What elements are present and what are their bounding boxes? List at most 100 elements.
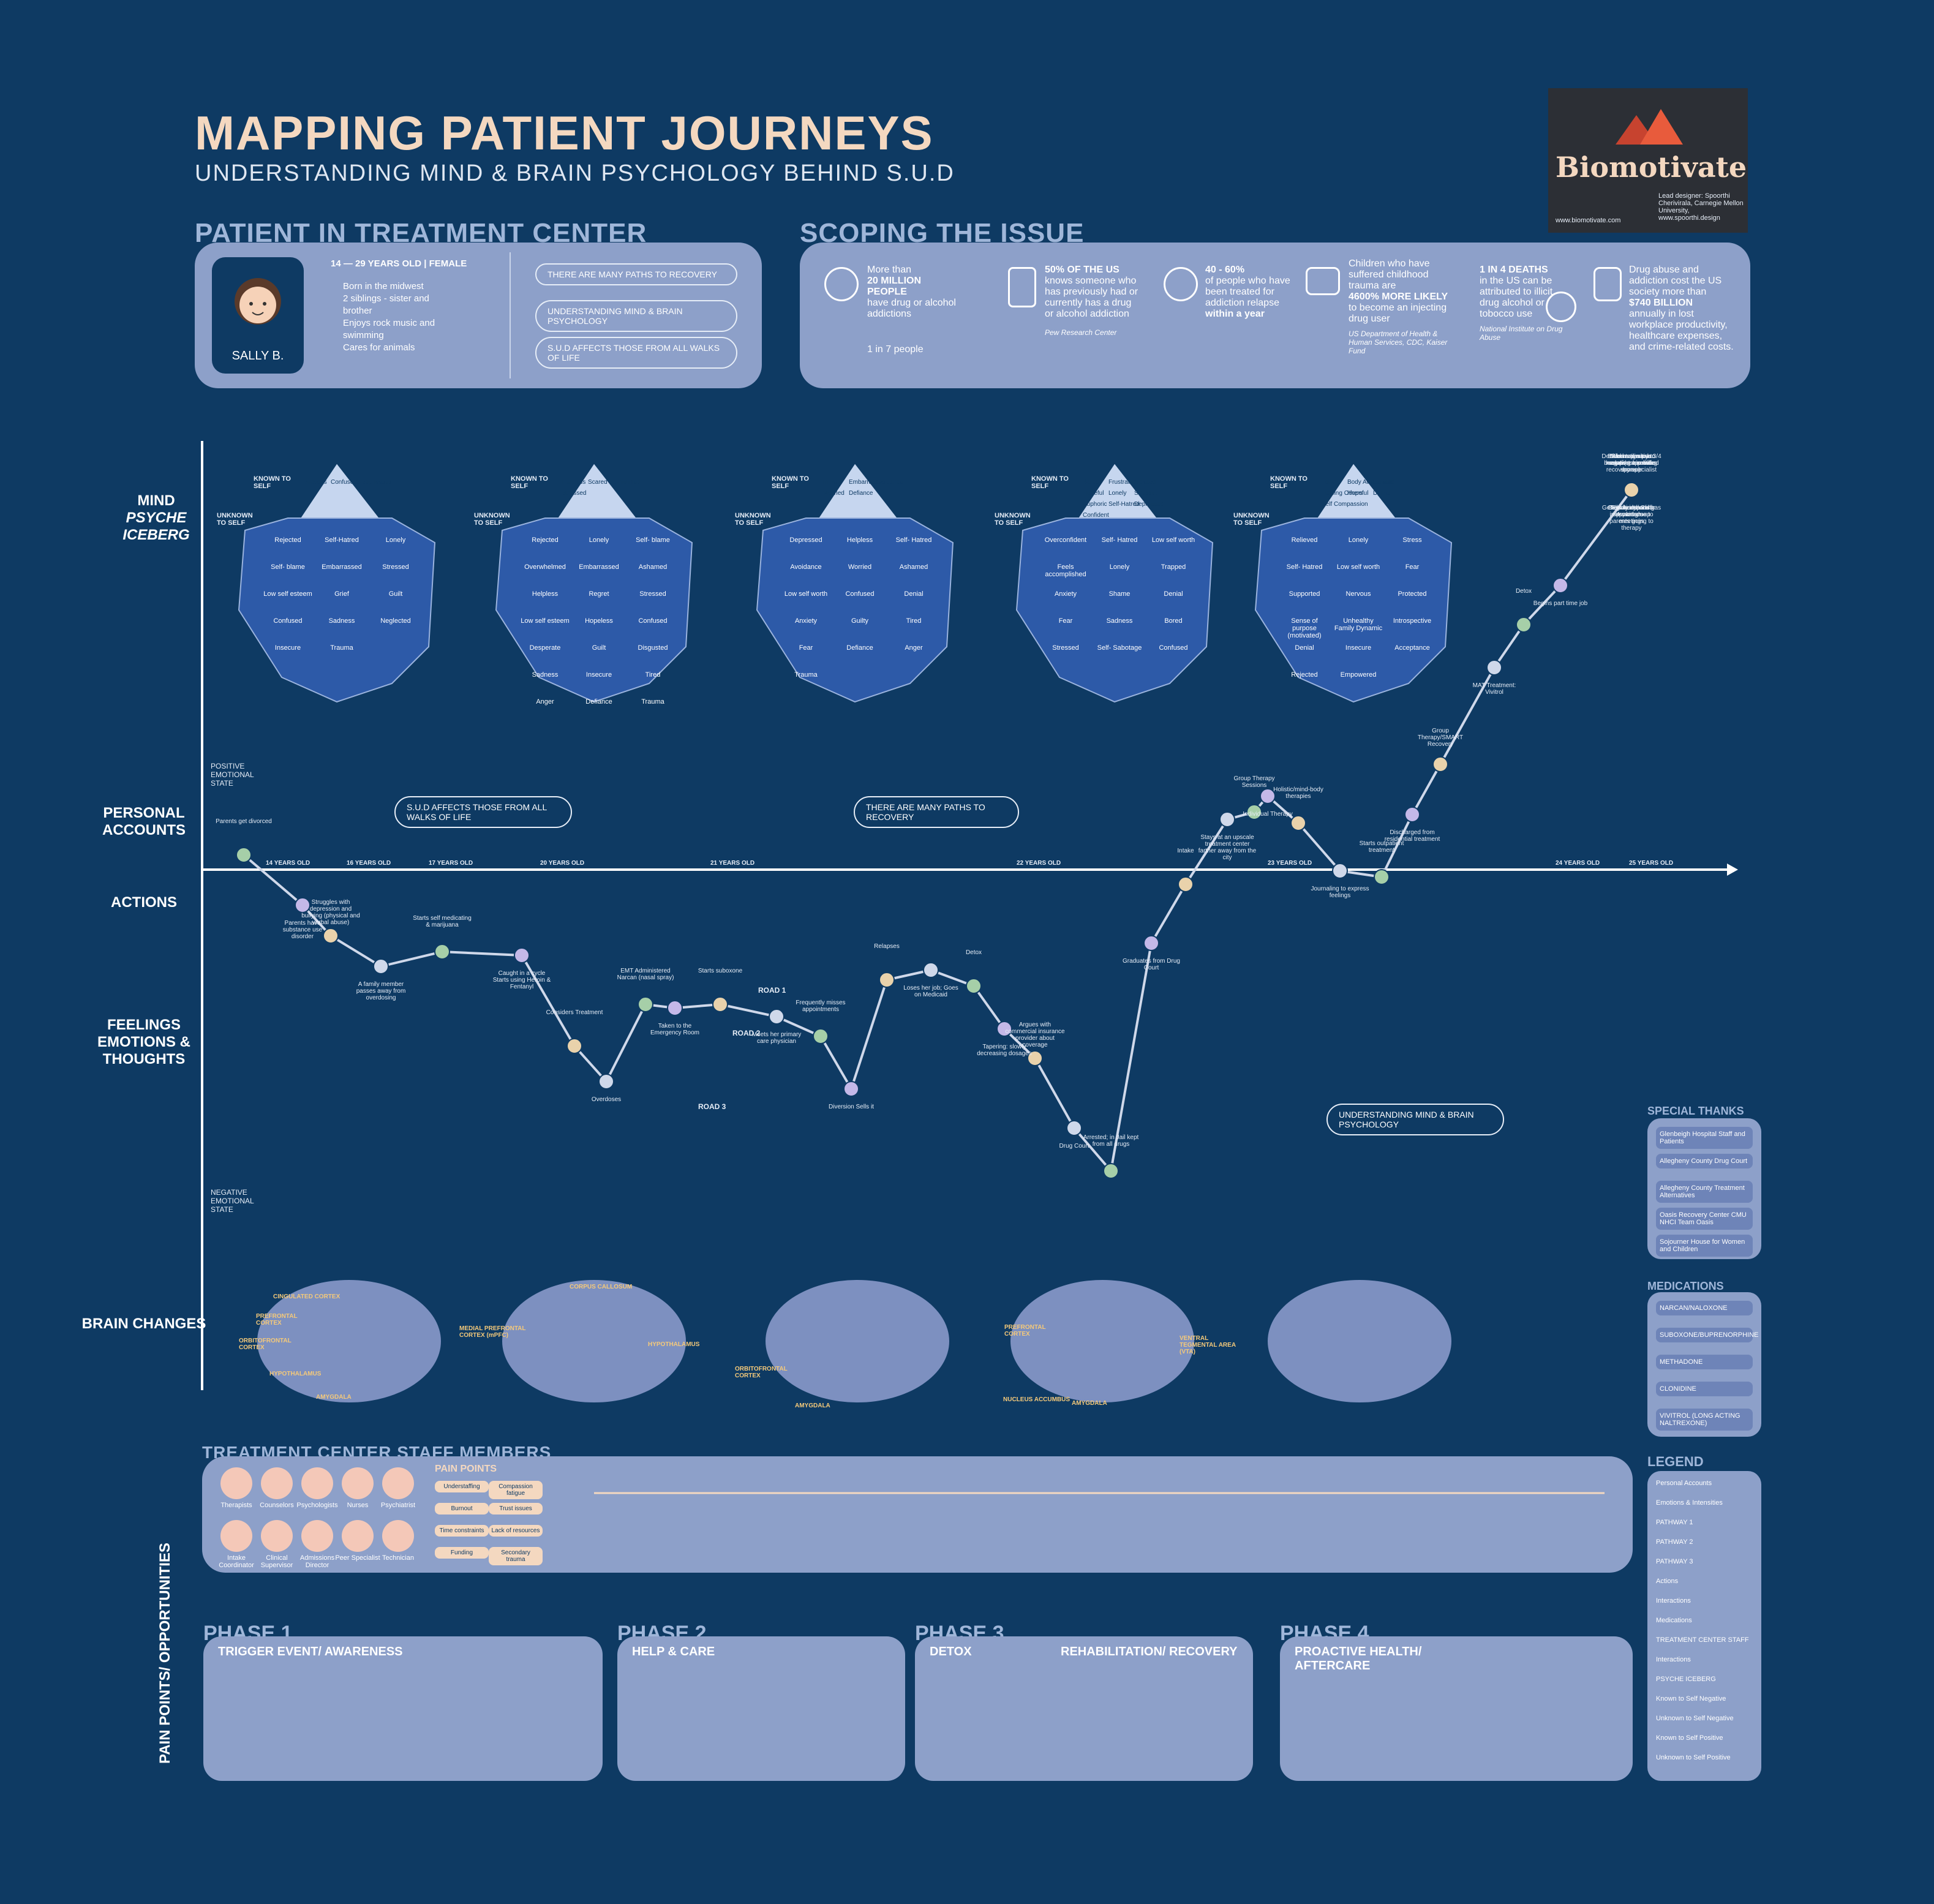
brain-region-label: VENTRAL TEGMENTAL AREA (VTA) bbox=[1180, 1335, 1236, 1355]
iceberg-unknown-feeling: Denial bbox=[904, 590, 924, 598]
patient-face-icon bbox=[235, 278, 281, 325]
theme-pill: S.U.D AFFECTS THOSE FROM ALL WALKS OF LI… bbox=[535, 337, 737, 369]
iceberg-unknown-feeling: Lonely bbox=[1109, 563, 1130, 571]
iceberg-known-feeling: Unfulfilled bbox=[614, 479, 641, 486]
row-label-psyche: PSYCHE bbox=[126, 510, 187, 526]
iceberg-unknown-feeling: Sadness bbox=[532, 671, 559, 679]
legend-item: PATHWAY 2 bbox=[1656, 1538, 1693, 1546]
iceberg-unknown-feeling: Anxiety bbox=[1054, 590, 1077, 598]
sidebar-item: VIVITROL (LONG ACTING NALTREXONE) bbox=[1656, 1409, 1753, 1431]
money-bag-icon bbox=[1593, 267, 1622, 301]
iceberg-unknown-feeling: Lonely bbox=[385, 536, 406, 544]
iceberg-unknown-feeling: Introspective bbox=[1393, 617, 1432, 625]
iceberg-unknown-feeling: Feels accomplished bbox=[1045, 563, 1086, 578]
sidebar-item: Allegheny County Treatment Alternatives bbox=[1656, 1181, 1753, 1203]
sidebar-item: Sojourner House for Women and Children bbox=[1656, 1235, 1753, 1257]
medications-title: MEDICATIONS bbox=[1647, 1280, 1724, 1292]
stat-text: Drug abuse and addiction cost the US soc… bbox=[1629, 265, 1722, 297]
iceberg-known-feeling: Worried bbox=[823, 490, 845, 497]
iceberg-known-feeling: Sleep Issues bbox=[356, 479, 392, 486]
journey-event: Loses her job; Goes on Medicaid bbox=[903, 985, 958, 998]
iceberg-unknown-feeling: Disgusted bbox=[638, 644, 668, 652]
legend-item: TREATMENT CENTER STAFF bbox=[1656, 1636, 1749, 1644]
banner-paths: THERE ARE MANY PATHS TO RECOVERY bbox=[854, 796, 1019, 828]
journey-event: Drug Court bbox=[1059, 1143, 1089, 1150]
theme-label: UNDERSTANDING MIND & BRAIN PSYCHOLOGY bbox=[547, 306, 683, 326]
iceberg-unknown-feeling: Self- Hatred bbox=[1101, 536, 1138, 544]
iceberg-unknown-feeling: Desperate bbox=[529, 644, 561, 652]
unknown-to-self-label: UNKNOWN TO SELF bbox=[217, 512, 253, 527]
phase-3-title2: REHABILITATION/ RECOVERY bbox=[1061, 1645, 1238, 1658]
iceberg-unknown-feeling: Overconfident bbox=[1044, 536, 1087, 544]
journey-event: Struggles with depression and bullying (… bbox=[301, 899, 360, 926]
legend-item: Personal Accounts bbox=[1656, 1480, 1712, 1487]
iceberg-unknown-feeling: Lonely bbox=[589, 536, 609, 544]
staff-avatar bbox=[220, 1467, 252, 1499]
journey-event: Graduates from Drug Court bbox=[1123, 958, 1180, 971]
page-subtitle: UNDERSTANDING MIND & BRAIN PSYCHOLOGY BE… bbox=[195, 160, 955, 186]
iceberg-unknown-feeling: Unhealthy Family Dynamic bbox=[1334, 617, 1383, 632]
journey-event: Gets married and has kids bbox=[1601, 505, 1661, 518]
known-to-self-label: KNOWN TO SELF bbox=[1031, 475, 1069, 490]
journey-event: Intake bbox=[1177, 848, 1194, 854]
staff-role-label: Nurses bbox=[347, 1502, 369, 1509]
phase-2-box: HELP & CARE bbox=[617, 1636, 905, 1781]
logo-url[interactable]: www.biomotivate.com bbox=[1556, 217, 1621, 224]
iceberg-known-feeling: Euphoric bbox=[1083, 501, 1107, 508]
legend-item: Interactions bbox=[1656, 1656, 1691, 1663]
iceberg-unknown-feeling: Low self worth bbox=[1151, 536, 1195, 544]
iceberg-unknown-feeling: Grief bbox=[334, 590, 349, 598]
iceberg-unknown-feeling: Anxiety bbox=[794, 617, 818, 625]
iceberg-unknown-feeling: Self- Sabotage bbox=[1097, 644, 1142, 652]
journey-event: Begins attending support group meetings bbox=[1608, 505, 1655, 525]
timeline-age: 21 YEARS OLD bbox=[710, 860, 755, 867]
journey-event: Individual Therapy bbox=[1243, 811, 1293, 818]
journey-event: Forms positive relationship with sponsor bbox=[1609, 453, 1654, 473]
patient-fact: 2 siblings - sister and brother bbox=[343, 293, 429, 316]
iceberg-unknown-feeling: Empowered bbox=[1340, 671, 1377, 679]
iceberg-unknown-feeling: Confused bbox=[845, 590, 875, 598]
journey-event: Starts suboxone bbox=[698, 968, 743, 974]
stat-strong: 20 MILLION PEOPLE bbox=[867, 276, 922, 297]
sidebar-item: Oasis Recovery Center CMU NHCI Team Oasi… bbox=[1656, 1208, 1753, 1230]
journey-event: Argues with commercial insurance provide… bbox=[1005, 1022, 1065, 1048]
timeline-age: 14 YEARS OLD bbox=[266, 860, 310, 867]
iceberg-known-feeling: In Pain bbox=[823, 479, 843, 486]
iceberg-unknown-feeling: Stressed bbox=[1052, 644, 1079, 652]
phase-3-box: DETOX REHABILITATION/ RECOVERY bbox=[915, 1636, 1253, 1781]
journey-event: Family dynamic improves due to parents g… bbox=[1609, 505, 1654, 532]
staff-avatar bbox=[261, 1520, 293, 1552]
iceberg-unknown-feeling: Self- Hatred bbox=[1286, 563, 1323, 571]
page-title: MAPPING PATIENT JOURNEYS bbox=[195, 106, 934, 160]
journey-event: Group Therapy Sessions bbox=[1233, 775, 1275, 789]
legend-item: Unknown to Self Negative bbox=[1656, 1715, 1734, 1722]
iceberg-known-feeling: Helpless bbox=[562, 479, 586, 486]
journey-event: Meets her primary care physician bbox=[751, 1031, 802, 1045]
stat-strong: 4600% MORE LIKELY bbox=[1349, 292, 1448, 302]
banner-label: S.U.D AFFECTS THOSE FROM ALL WALKS OF LI… bbox=[407, 802, 547, 822]
iceberg-known-feeling: Frustrated bbox=[1108, 479, 1137, 486]
sidebar-item: Allegheny County Drug Court bbox=[1656, 1154, 1753, 1168]
iceberg-known-feeling: Stressed bbox=[1134, 490, 1159, 497]
iceberg-unknown-feeling: Tired bbox=[906, 617, 922, 625]
staff-role-label: Intake Coordinator bbox=[219, 1554, 254, 1569]
iceberg-unknown-feeling: Guilty bbox=[851, 617, 869, 625]
road-label: ROAD 1 bbox=[758, 986, 786, 995]
iceberg-unknown-feeling: Bored bbox=[1164, 617, 1183, 625]
iceberg-unknown-feeling: Trauma bbox=[794, 671, 818, 679]
iceberg-unknown-feeling: Guilt bbox=[592, 644, 606, 652]
iceberg-known-feeling: Confident bbox=[1083, 512, 1109, 519]
iceberg-unknown-feeling: Anger bbox=[536, 698, 554, 706]
staff-avatar bbox=[220, 1520, 252, 1552]
iceberg-known-feeling: Isolated bbox=[1134, 479, 1156, 486]
iceberg-unknown-feeling: Confused bbox=[1159, 644, 1188, 652]
sidebar-item: CLONIDINE bbox=[1656, 1382, 1753, 1396]
iceberg-unknown-feeling: Low self esteem bbox=[263, 590, 312, 598]
banner-sud: S.U.D AFFECTS THOSE FROM ALL WALKS OF LI… bbox=[394, 796, 572, 828]
journey-event: Tapering: slowly decreasing dosages bbox=[977, 1044, 1032, 1057]
iceberg-unknown-feeling: Low self worth bbox=[1336, 563, 1380, 571]
journey-event: Starts outpatient treatment bbox=[1359, 840, 1404, 854]
legend-item: Medications bbox=[1656, 1617, 1692, 1624]
